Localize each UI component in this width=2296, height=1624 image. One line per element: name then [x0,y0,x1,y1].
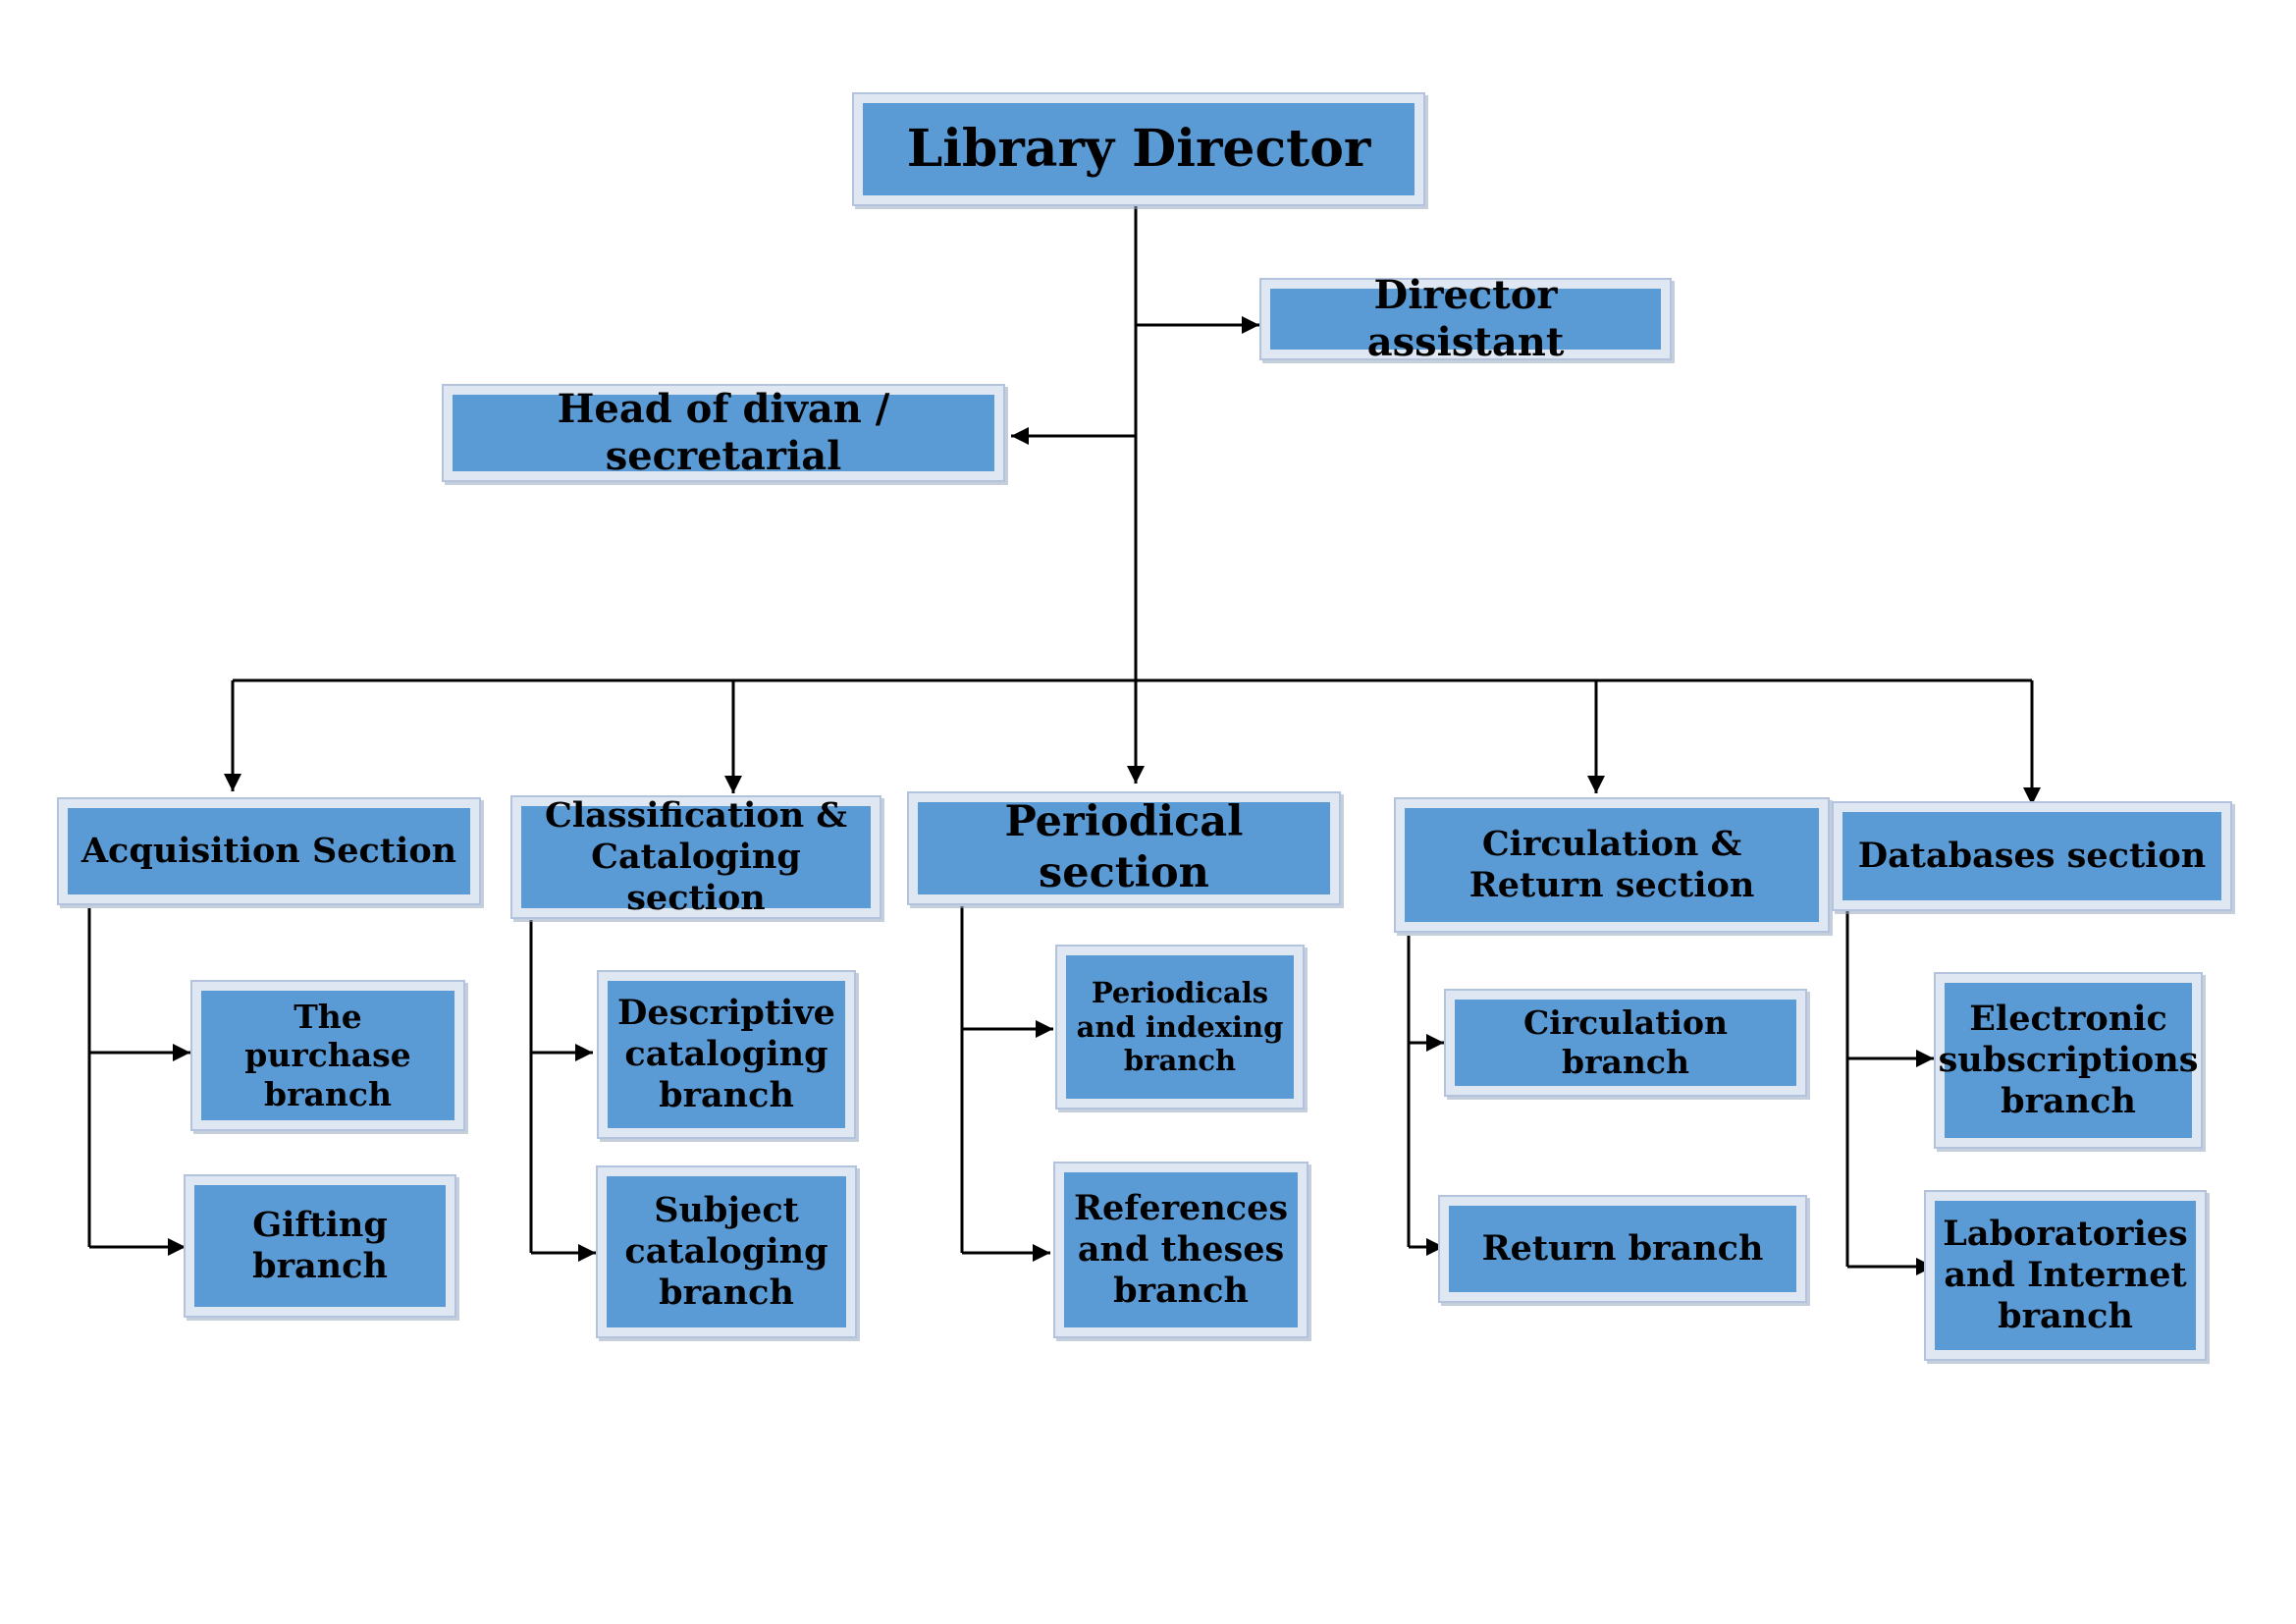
acquisition-section-label: Acquisition Section [80,831,457,871]
head-of-divan-label: Head of divan / secretarial [557,386,890,479]
gifting-branch-box: Gifting branch [184,1174,456,1318]
gifting-branch-label: Gifting branch [252,1205,388,1286]
return-branch-box: Return branch [1438,1195,1807,1303]
return-branch-label: Return branch [1481,1228,1764,1269]
periodical-section-box: Periodical section [907,791,1341,905]
circulation-branch-label: Circulation branch [1523,1003,1728,1081]
purchase-branch-label: The purchase branch [244,997,411,1113]
databases-section-box: Databases section [1832,801,2232,911]
periodicals-indexing-branch-box: Periodicals and indexing branch [1055,945,1305,1110]
electronic-subscriptions-branch-box: Electronic subscriptions branch [1934,972,2203,1149]
circulation-section-box: Circulation & Return section [1394,797,1830,933]
director-assistant-box: Director assistant [1259,272,1672,365]
library-director-label: Library Director [906,118,1371,179]
classification-section-box: Classification & Cataloging section [510,795,881,919]
descriptive-cataloging-branch-label: Descriptive cataloging branch [617,993,835,1115]
circulation-branch-box: Circulation branch [1444,989,1807,1097]
subject-cataloging-branch-box: Subject cataloging branch [596,1165,857,1338]
circulation-section-label: Circulation & Return section [1468,824,1755,905]
laboratories-internet-branch-label: Laboratories and Internet branch [1943,1214,2188,1336]
head-of-divan-box: Head of divan / secretarial [442,384,1005,482]
databases-section-label: Databases section [1857,836,2207,876]
library-director-box: Library Director [852,92,1425,206]
periodicals-indexing-branch-label: Periodicals and indexing branch [1076,975,1284,1078]
purchase-branch-box: The purchase branch [190,980,465,1131]
periodical-section-label: Periodical section [1004,797,1244,897]
acquisition-section-box: Acquisition Section [57,797,481,905]
descriptive-cataloging-branch-box: Descriptive cataloging branch [597,970,856,1139]
laboratories-internet-branch-box: Laboratories and Internet branch [1924,1190,2207,1361]
references-theses-branch-box: References and theses branch [1053,1162,1308,1338]
electronic-subscriptions-branch-label: Electronic subscriptions branch [1938,999,2199,1121]
director-assistant-label: Director assistant [1366,272,1565,365]
references-theses-branch-label: References and theses branch [1073,1188,1289,1311]
classification-section-label: Classification & Cataloging section [544,795,847,918]
subject-cataloging-branch-label: Subject cataloging branch [624,1190,828,1313]
